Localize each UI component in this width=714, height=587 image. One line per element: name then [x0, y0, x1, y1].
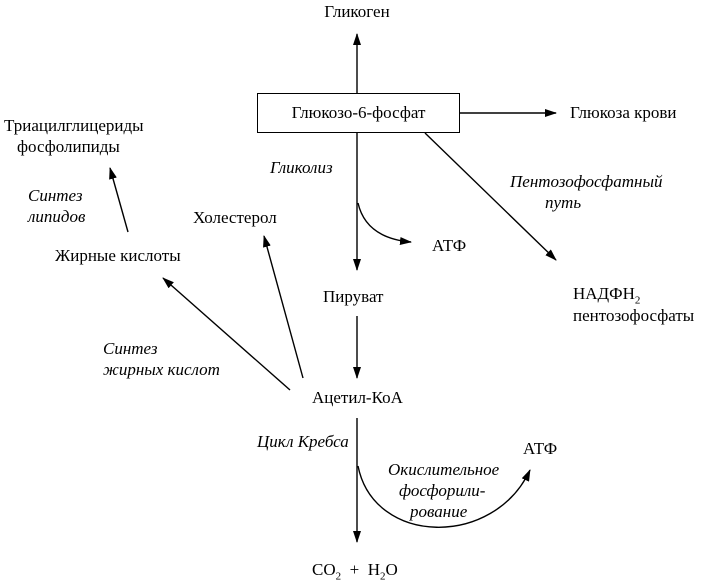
- label-lipid-synthesis-line1: Синтез: [28, 186, 83, 205]
- node-fatty-acids: Жирные кислоты: [55, 246, 181, 265]
- node-co2-sub: 2: [335, 570, 342, 583]
- node-tag-line2: фосфолипиды: [17, 137, 120, 156]
- node-blood-glucose: Глюкоза крови: [570, 103, 677, 122]
- node-co2-h2o: CO2 + H2O: [312, 560, 398, 584]
- label-pentose-line2: путь: [545, 193, 582, 212]
- arrow-acetyl-coa-to-cholesterol: [263, 235, 304, 379]
- node-g6p: Глюкозо-6-фосфат: [291, 102, 426, 122]
- arrow-glycolysis-atp: [357, 202, 412, 246]
- node-co2-main: CO: [312, 560, 336, 579]
- node-nadph: НАДФН2: [573, 284, 640, 308]
- node-nadph-main: НАДФН: [573, 284, 635, 303]
- label-krebs-cycle: Цикл Кребса: [257, 432, 349, 451]
- label-fa-synthesis-line2: жирных кислот: [103, 360, 220, 379]
- node-h2o-h: H: [367, 560, 380, 579]
- arrow-fatty-acids-to-tag: [109, 167, 129, 233]
- node-glycogen: Гликоген: [324, 2, 390, 21]
- label-oxphos-line1: Окислительное: [388, 460, 500, 479]
- label-glycolysis: Гликолиз: [270, 158, 333, 177]
- node-g6p-box: Глюкозо-6-фосфат: [257, 93, 460, 133]
- arrow-acetyl-coa-to-fatty-acids: [162, 277, 291, 391]
- label-lipid-synthesis-line2: липидов: [28, 207, 86, 226]
- node-pentose-phosphates: пентозофосфаты: [573, 306, 695, 325]
- node-h2o-sub: 2: [380, 570, 386, 583]
- node-pyruvate: Пируват: [323, 287, 384, 306]
- node-cholesterol: Холестерол: [193, 208, 277, 227]
- arrow-pentose-pathway: [424, 132, 557, 261]
- label-pentose-line1: Пентозофосфатный: [510, 172, 663, 191]
- node-atp-oxphos: АТФ: [523, 439, 558, 458]
- label-oxphos-line2: фосфорили-: [399, 481, 486, 500]
- arrow-oxidative-phosphorylation: [357, 465, 531, 528]
- label-fa-synthesis-line1: Синтез: [103, 339, 158, 358]
- node-plus: +: [349, 560, 360, 579]
- node-nadph-sub: 2: [634, 294, 641, 307]
- node-atp-glycolysis: АТФ: [432, 236, 467, 255]
- label-oxphos-line3: рование: [410, 502, 468, 521]
- node-tag-line1: Триацилглицериды: [4, 116, 144, 135]
- node-h2o-o: O: [385, 560, 398, 579]
- node-acetyl-coa: Ацетил-КоА: [312, 388, 403, 407]
